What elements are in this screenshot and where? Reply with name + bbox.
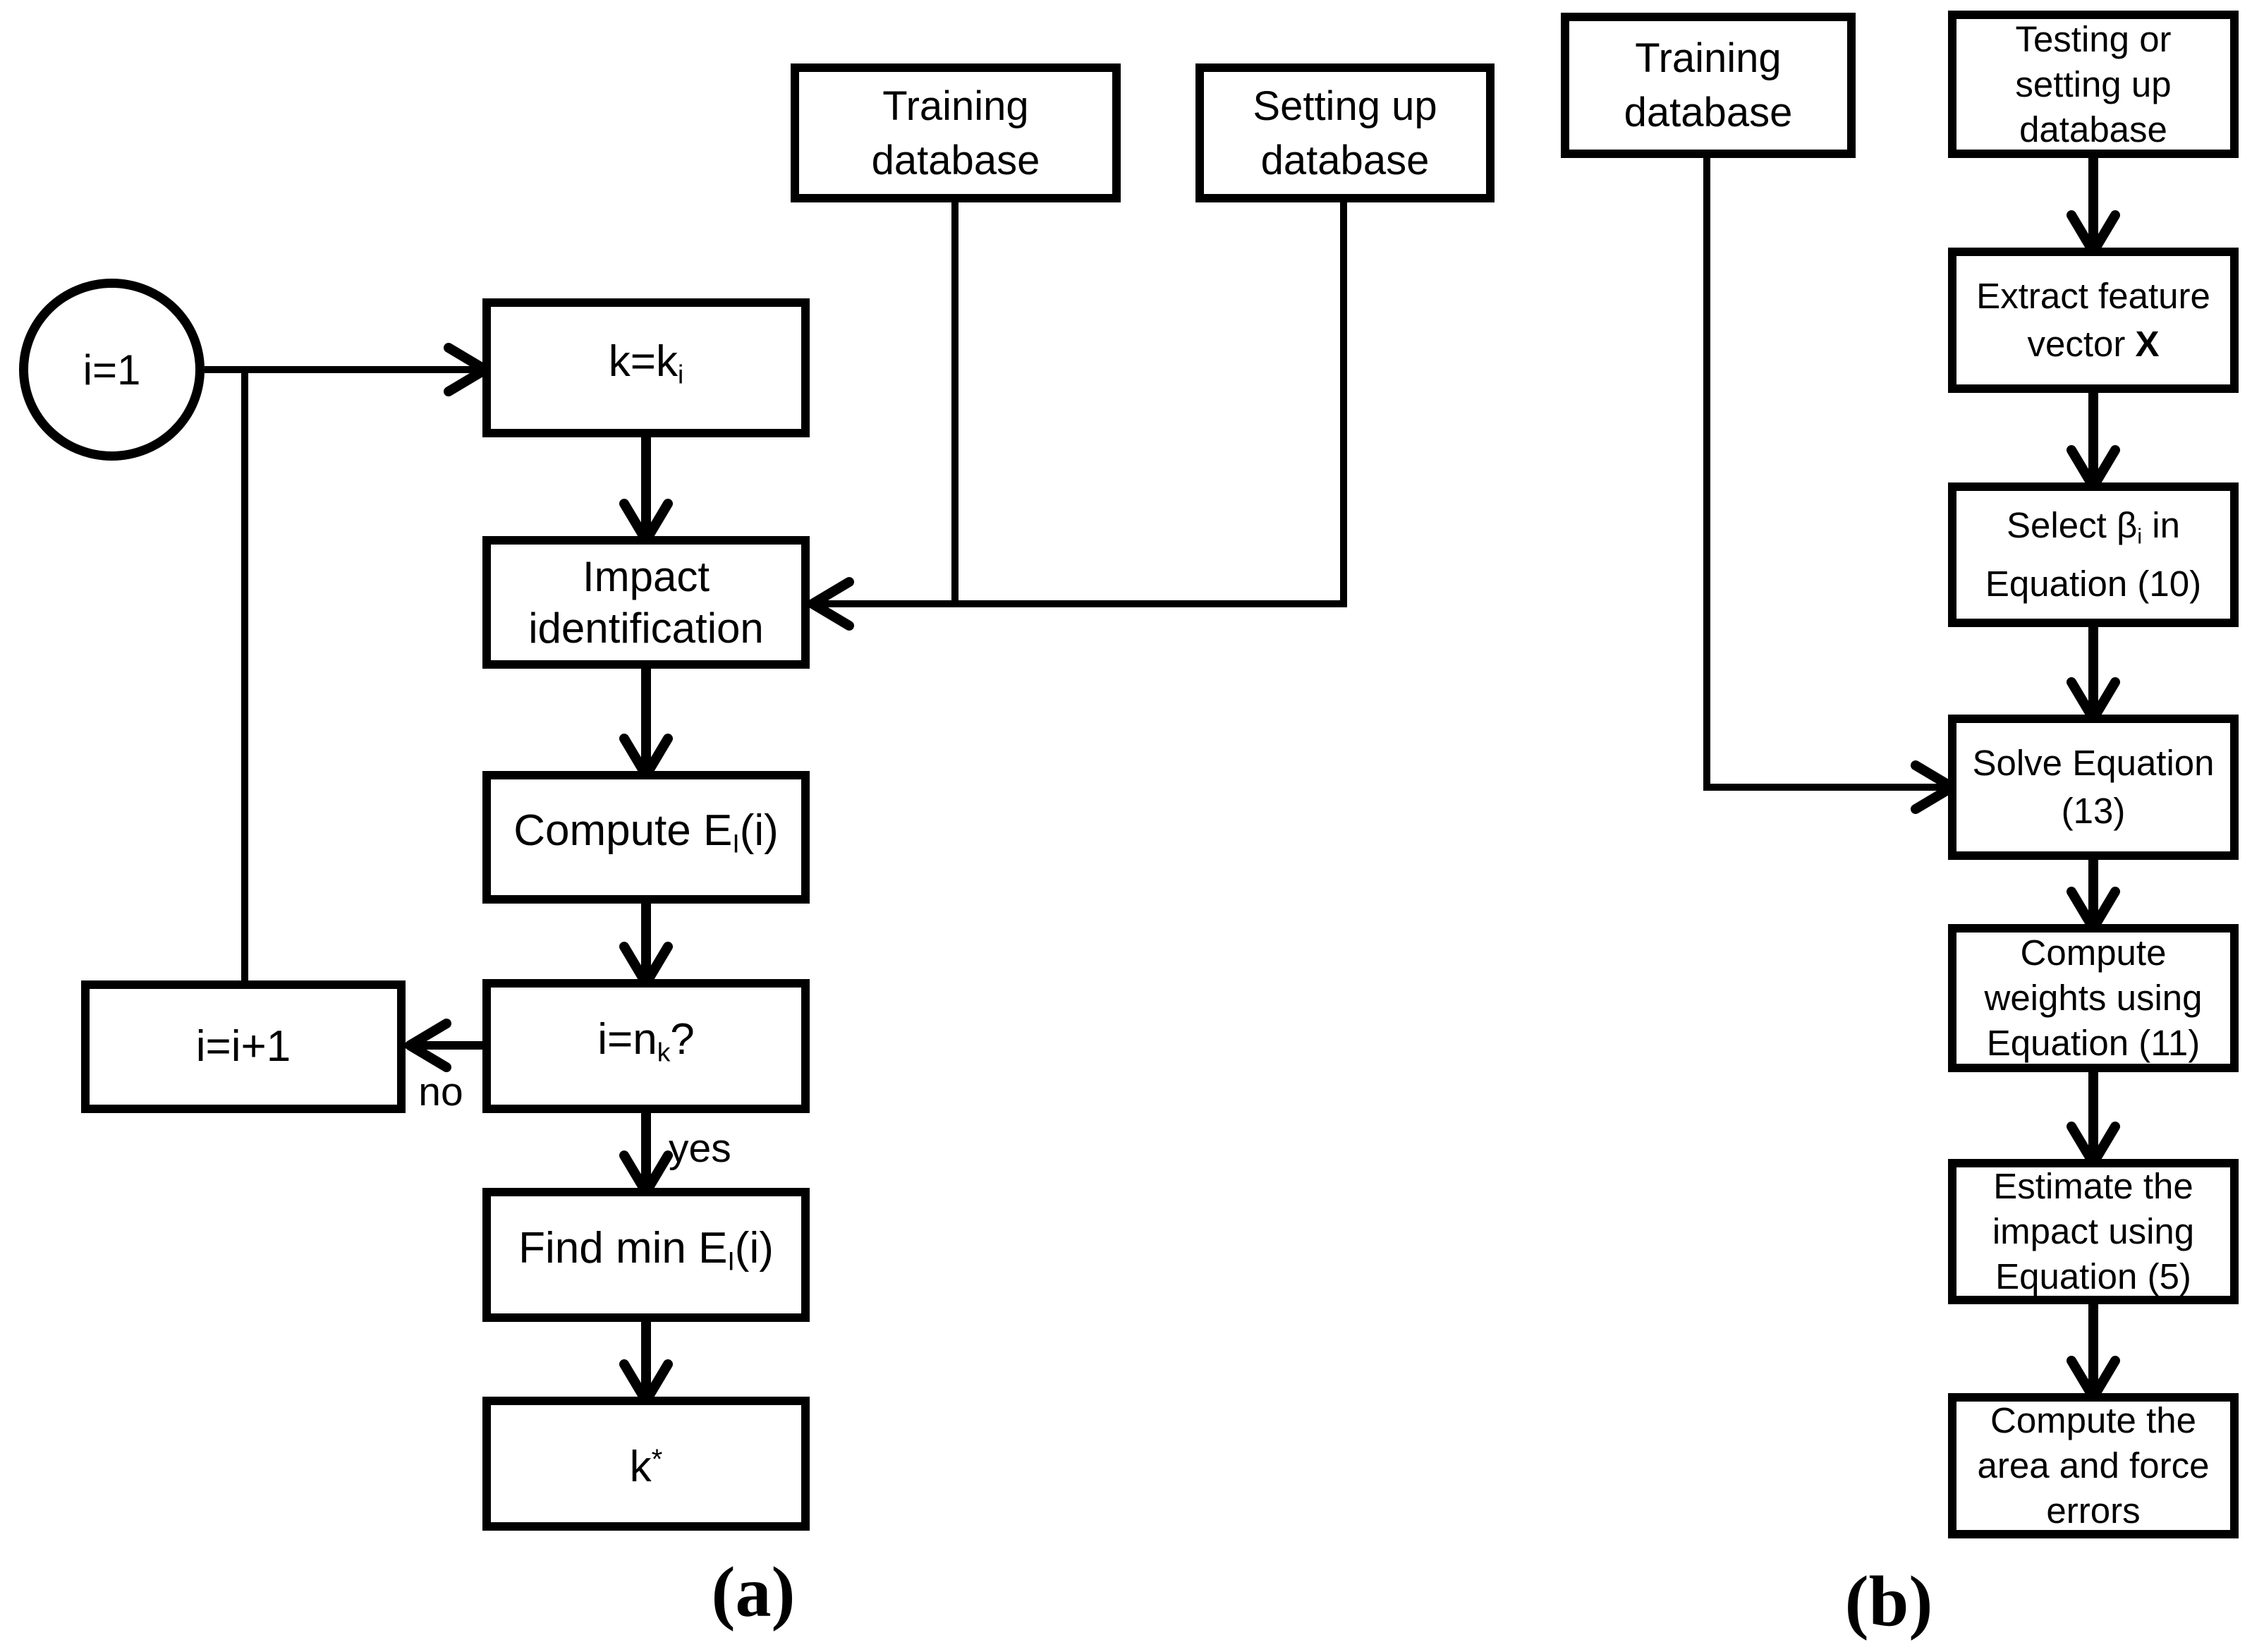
node-label-line: identification <box>528 605 764 652</box>
node-label-line: Compute <box>2020 933 2167 973</box>
box-compute-error: Compute EI(i) <box>482 771 810 904</box>
node-label-line: i=i+1 <box>195 1022 291 1071</box>
node-label-line: Compute EI(i) <box>513 806 779 858</box>
edge-training-b-to-solve <box>1703 155 1952 791</box>
box-select-beta: Select βi in Equation (10) <box>1948 482 2239 627</box>
node-label-line: Impact <box>582 553 710 600</box>
edge-label-no: no <box>418 1069 463 1115</box>
node-label-line: k* <box>629 1443 663 1492</box>
caption-panel-a: (a) <box>711 1553 796 1632</box>
node-label-line: Training <box>1635 35 1782 81</box>
box-k-assign: k=ki <box>482 298 810 437</box>
box-increment: i=i+1 <box>81 980 406 1113</box>
box-impact-identification: Impact identification <box>482 536 810 669</box>
edge-setting-to-impact <box>812 200 1347 607</box>
caption-panel-b: (b) <box>1844 1562 1933 1641</box>
node-label-line: Find min EI(i) <box>518 1224 774 1276</box>
node-label-line: Equation (5) <box>1995 1256 2191 1296</box>
node-label-line: database <box>871 137 1040 183</box>
node-label-line: Extract feature <box>1976 276 2210 316</box>
node-label-line: i=nk? <box>597 1015 695 1067</box>
node-label-line: Setting up <box>1253 83 1437 129</box>
node-label-line: Testing or <box>2015 18 2172 59</box>
node-label-line: Compute the <box>1990 1400 2196 1440</box>
box-loop-condition: i=nk? <box>482 979 810 1113</box>
start-node: i=1 <box>19 279 205 461</box>
edge-condition-to-increment-arrowhead <box>405 1019 451 1072</box>
node-label-line: weights using <box>1984 978 2203 1018</box>
node-label-line: Equation (11) <box>1986 1023 2201 1063</box>
box-extract-feature-vector: Extract feature vector X <box>1948 248 2239 393</box>
node-label-line: k=ki <box>608 336 684 389</box>
node-label-line: Solve Equation <box>1972 743 2215 783</box>
node-label-line: (13) <box>2061 791 2126 831</box>
box-training-database-a: Training database <box>791 63 1121 202</box>
box-training-database-b: Training database <box>1561 13 1856 158</box>
node-label-line: Estimate the <box>1993 1166 2193 1206</box>
node-label-line: area and force <box>1977 1445 2210 1486</box>
box-k-star: k* <box>482 1397 810 1531</box>
node-label-line: database <box>1260 137 1430 183</box>
edge-setting-to-impact-arrowhead <box>808 577 854 631</box>
node-label-line: Equation (10) <box>1985 564 2202 605</box>
edge-label-yes: yes <box>669 1126 731 1171</box>
node-label-line: vector X <box>2027 324 2160 364</box>
box-solve-equation: Solve Equation (13) <box>1948 715 2239 860</box>
start-node-label: i=1 <box>83 346 141 394</box>
box-setting-up-database: Setting up database <box>1195 63 1495 202</box>
node-label-line: database <box>2019 109 2167 150</box>
node-label-line: database <box>1624 90 1793 135</box>
node-label-line: errors <box>2046 1490 2141 1531</box>
node-label-line: Training <box>882 83 1029 129</box>
box-find-min: Find min EI(i) <box>482 1188 810 1322</box>
node-label-line: setting up <box>2015 63 2172 104</box>
node-label-line: impact using <box>1992 1211 2195 1251</box>
node-label-line: Select βi in <box>2007 504 2180 549</box>
